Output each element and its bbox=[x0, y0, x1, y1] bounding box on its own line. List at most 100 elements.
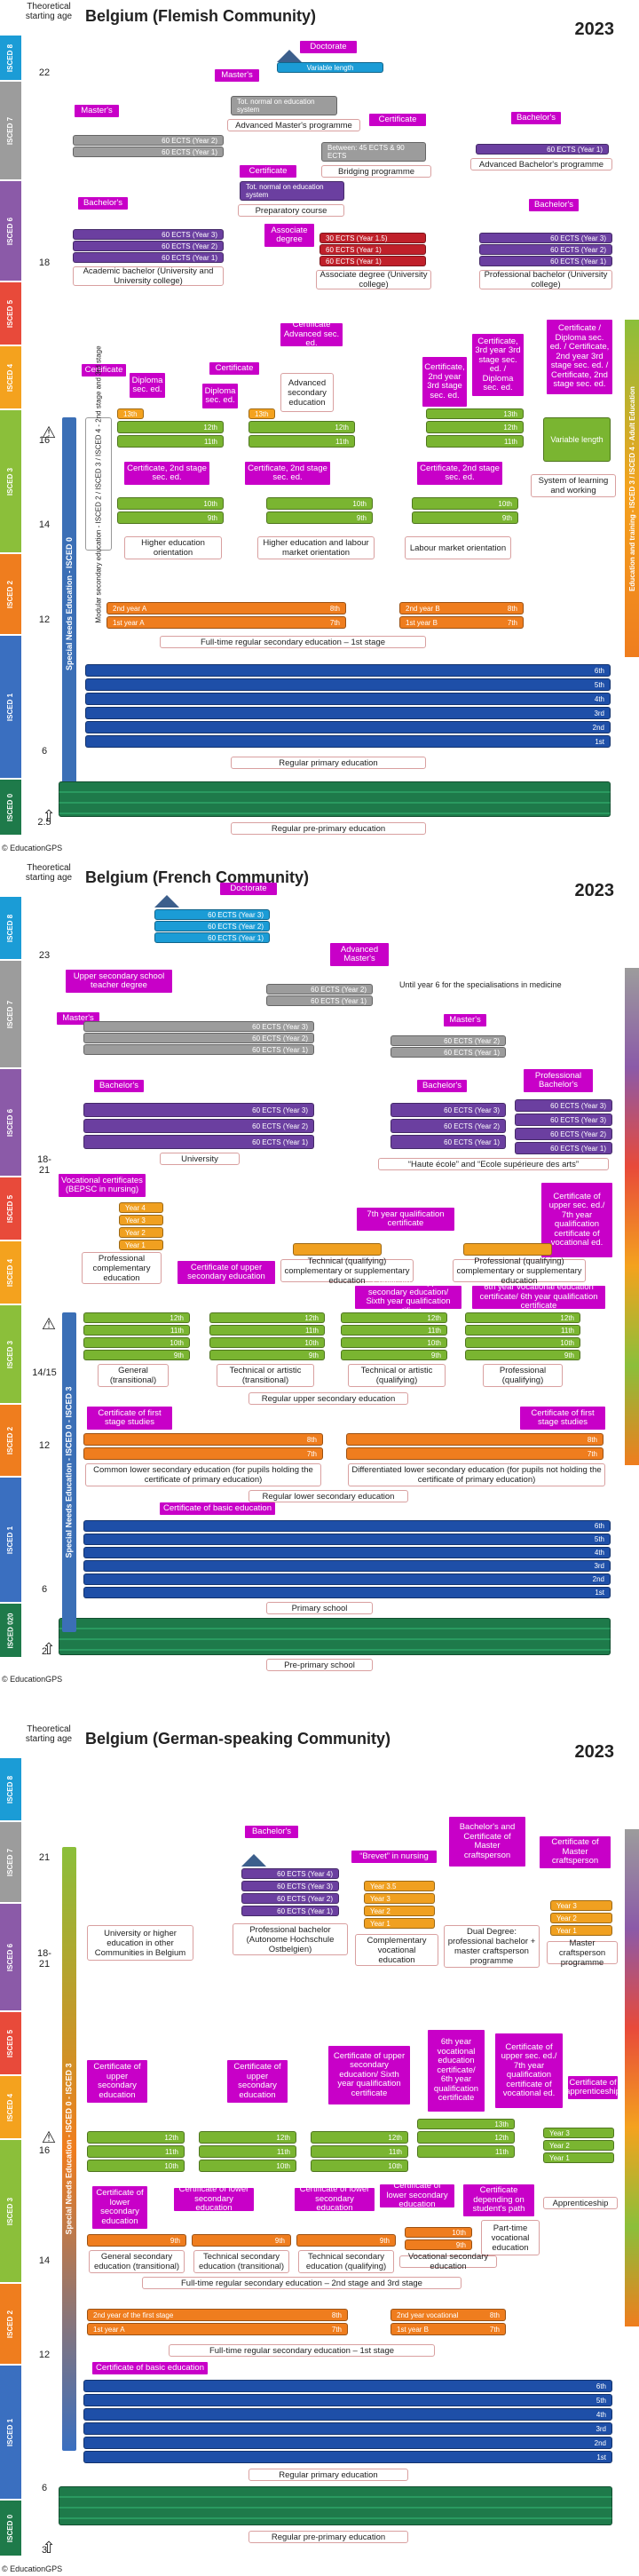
gen-12: 12th bbox=[83, 1312, 190, 1323]
master-prog-label: Master craftsperson programme bbox=[547, 1938, 618, 1968]
copyright: © EducationGPS bbox=[2, 1675, 63, 1684]
german-panel: Theoretical starting age Belgium (German… bbox=[0, 1723, 639, 2576]
gen-9: 9th bbox=[83, 1350, 190, 1360]
theoretical-starting-age: Theoretical starting age bbox=[25, 2, 73, 21]
master-y3: Year 3 bbox=[550, 1900, 612, 1911]
bachelors-tag-right: Bachelor's bbox=[417, 1080, 467, 1092]
cert-sixth-voc-tag: 6th year vocational education certificat… bbox=[472, 1283, 605, 1311]
taq-11: 11th bbox=[341, 1325, 447, 1336]
pro-11: 11th bbox=[465, 1325, 580, 1336]
p2: 2nd bbox=[83, 2437, 612, 2449]
prof-bachelors-tag: Professional Bachelor's bbox=[524, 1069, 593, 1092]
lower-7-right: 7th bbox=[346, 1447, 604, 1460]
age-6: 6 bbox=[41, 1584, 48, 1595]
preprimary-block bbox=[59, 2486, 612, 2525]
theoretical-starting-age: Theoretical starting age bbox=[25, 1724, 73, 1744]
diff-lower-label: Differentiated lower secondary education… bbox=[348, 1463, 605, 1486]
univ-y2: 60 ECTS (Year 2) bbox=[83, 1119, 314, 1133]
isced-4: ISCED 4 bbox=[0, 2076, 21, 2138]
special-needs-bar: Special Needs Education - ISCED 0 bbox=[62, 417, 76, 790]
prof-y3: 60 ECTS (Year 3) bbox=[479, 233, 612, 243]
voc-sec-label: Vocational secondary education bbox=[399, 2252, 497, 2271]
certificate-tag: Certificate bbox=[369, 114, 426, 126]
prim-1: 1st bbox=[83, 1587, 611, 1598]
univ-other-label: University or higher education in other … bbox=[87, 1925, 193, 1961]
row12-mid: 12th bbox=[248, 421, 355, 433]
univ-y3: 60 ECTS (Year 3) bbox=[83, 1103, 314, 1117]
age-21: 21 bbox=[38, 1852, 51, 1863]
isced-5: ISCED 5 bbox=[0, 282, 21, 345]
general-label: General (transitional) bbox=[98, 1364, 169, 1387]
isced-2: ISCED 2 bbox=[0, 554, 21, 634]
prof-y1: 60 ECTS (Year 1) bbox=[515, 1142, 612, 1154]
r12b: 12th bbox=[199, 2131, 296, 2144]
variable-length-right: Variable length bbox=[543, 417, 611, 462]
cert-master-tag: Certificate of Master craftsperson bbox=[540, 1836, 611, 1868]
bachelors-tag: Bachelor's bbox=[94, 1080, 144, 1092]
first-stage-label: Full-time regular secondary education – … bbox=[160, 636, 426, 648]
master-y1: Year 1 bbox=[550, 1925, 612, 1936]
medicine-note: Until year 6 for the specialisations in … bbox=[399, 980, 562, 989]
tat-12: 12th bbox=[209, 1312, 325, 1323]
age-2: 2 bbox=[41, 1646, 48, 1657]
doctorate-tag: Doctorate bbox=[220, 883, 277, 895]
isced-4: ISCED 4 bbox=[0, 346, 21, 408]
r10a: 10th bbox=[87, 2160, 185, 2172]
cert-lower-a: Certificate of lower secondary education bbox=[92, 2186, 147, 2229]
cert-apprent: Certificate of apprenticeship bbox=[565, 2076, 620, 2099]
cert-upper-a: Certificate of upper secondary education bbox=[87, 2060, 147, 2103]
warning-icon: ⚠ bbox=[41, 1315, 57, 1333]
p6: 6th bbox=[83, 2380, 612, 2392]
pro-12: 12th bbox=[465, 1312, 580, 1323]
preprimary-block bbox=[59, 1618, 611, 1655]
french-panel: Theoretical starting age Belgium (French… bbox=[0, 861, 639, 1723]
pro-9: 9th bbox=[465, 1350, 580, 1360]
age-6: 6 bbox=[41, 2483, 48, 2493]
professional-label: Professional (qualifying) bbox=[483, 1364, 563, 1387]
bach-master-tag: Bachelor's and Certificate of Master cra… bbox=[449, 1817, 525, 1867]
lower-7-left: 7th bbox=[83, 1447, 323, 1460]
cert-lower-b: Certificate of lower secondary education bbox=[174, 2185, 254, 2213]
gen-10: 10th bbox=[83, 1337, 190, 1348]
cert-upper-c: Certificate of upper secondary education… bbox=[328, 2046, 410, 2104]
prim-6: 6th bbox=[83, 1520, 611, 1532]
doc-y2: 60 ECTS (Year 2) bbox=[154, 921, 270, 931]
r11b: 11th bbox=[199, 2145, 296, 2158]
ects-y2: 60 ECTS (Year 2) bbox=[241, 1893, 339, 1904]
row10-right: 10th bbox=[412, 497, 518, 510]
primary-6th: 6th bbox=[85, 664, 611, 677]
general-sec-label: General secondary education (transitiona… bbox=[89, 2250, 185, 2273]
brevet-tag: “Brevet” in nursing bbox=[351, 1851, 437, 1863]
adv-masters-y2: 60 ECTS (Year 2) bbox=[266, 984, 373, 995]
p3: 3rd bbox=[83, 2422, 612, 2435]
dual-label: Dual Degree: professional bachelor + mas… bbox=[444, 1925, 540, 1968]
isced-020: ISCED 020 bbox=[0, 1604, 21, 1657]
advanced-sec-label: Advanced secondary education bbox=[280, 373, 334, 412]
cert-3rd-diploma-tag: Certificate, 3rd year 3rd stage sec. ed.… bbox=[472, 334, 524, 396]
prep-label: Preparatory course bbox=[238, 204, 344, 217]
row13-right: 13th bbox=[426, 408, 524, 419]
academic-label: Academic bachelor (University and Univer… bbox=[73, 266, 224, 286]
associate-y1b: 60 ECTS (Year 1) bbox=[320, 256, 426, 266]
p4: 4th bbox=[83, 2408, 612, 2421]
isced-1: ISCED 1 bbox=[0, 636, 21, 778]
taq-12: 12th bbox=[341, 1312, 447, 1323]
masters-y2: 60 ECTS (Year 2) bbox=[83, 1033, 314, 1043]
cert-first-b: Certificate of first stage studies bbox=[520, 1407, 605, 1430]
bachelors-tag-left: Bachelor's bbox=[78, 197, 128, 210]
cert-6th: 6th year vocational education certificat… bbox=[428, 2030, 485, 2112]
primary-3rd: 3rd bbox=[85, 707, 611, 719]
isced-2: ISCED 2 bbox=[0, 1405, 21, 1476]
masters-year2: 60 ECTS (Year 2) bbox=[73, 135, 224, 146]
voc-year1: Year 1 bbox=[119, 1240, 163, 1250]
r10b: 10th bbox=[199, 2160, 296, 2172]
ects-y4: 60 ECTS (Year 4) bbox=[241, 1868, 339, 1879]
warning-icon: ⚠ bbox=[41, 2128, 57, 2146]
modular-secondary: Modular secondary education - ISCED 2 / … bbox=[85, 345, 112, 622]
theoretical-starting-age: Theoretical starting age bbox=[25, 863, 73, 883]
r11a: 11th bbox=[87, 2145, 185, 2158]
prof-y4: 60 ECTS (Year 3) bbox=[515, 1099, 612, 1112]
voc-cert-tag: Vocational certificates (BEPSC in nursin… bbox=[59, 1174, 146, 1197]
higher-ed-orientation: Higher education orientation bbox=[124, 536, 222, 559]
